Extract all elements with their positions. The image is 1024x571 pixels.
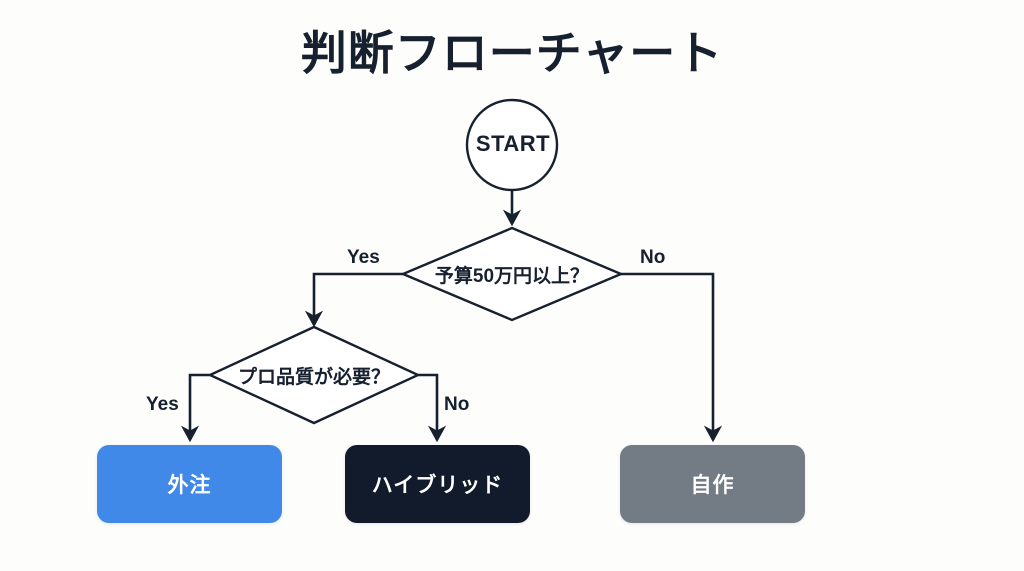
- edge-budget-yes: [304, 272, 403, 328]
- start-node-circle: [465, 98, 559, 192]
- edge-label-quality-yes: Yes: [146, 394, 179, 415]
- decision-quality-diamond: [207, 325, 421, 425]
- edge-label-budget-yes: Yes: [347, 247, 380, 268]
- page-title: 判断フローチャート: [300, 27, 724, 79]
- outcome-diy-box: 自作: [620, 445, 805, 523]
- edge-quality-yes: [180, 373, 210, 443]
- edge-label-quality-no: No: [444, 394, 470, 415]
- decision-budget-diamond: [399, 226, 625, 322]
- outcome-hybrid-box: ハイブリッド: [345, 445, 530, 523]
- edge-budget-no: [621, 272, 723, 443]
- edge-label-budget-no: No: [640, 247, 666, 268]
- edge-quality-no: [418, 373, 447, 443]
- outcome-outsource-box: 外注: [97, 445, 282, 523]
